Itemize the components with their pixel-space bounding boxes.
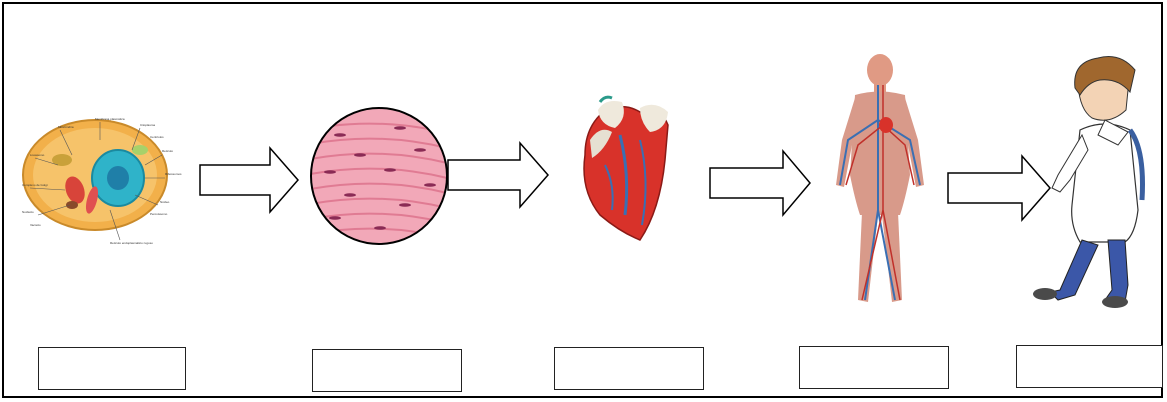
cell-label-12: Vacúolo (30, 223, 41, 227)
arrow-right-icon (199, 146, 299, 214)
cell-label-8: Complexo de Golgi (22, 183, 48, 187)
cell-label-11: Peroxissomo (150, 212, 168, 216)
answer-box-3[interactable] (554, 347, 704, 390)
cell-label-7: Ribossomos (165, 172, 182, 176)
arrow-right-icon (947, 154, 1051, 222)
human-organism-icon (1033, 56, 1145, 308)
cell-label-6: Lisossomo (30, 153, 45, 157)
cell-label-3: Citoplasma (140, 123, 155, 127)
cell-label-5: Retículo (162, 149, 173, 153)
arrow-right-icon (447, 141, 549, 209)
cell-label-10: Nucléolo (22, 210, 34, 214)
answer-box-1[interactable] (38, 347, 186, 390)
cell-label-13: Retículo endoplasmático rugoso (110, 241, 153, 245)
cell-label-2: Membrana plasmática (95, 117, 125, 121)
circulatory-system-icon (836, 54, 924, 302)
answer-box-5[interactable] (1016, 345, 1163, 388)
cell-label-9: Núcleo (160, 200, 170, 204)
arrow-right-icon (709, 148, 811, 218)
heart-organ-icon (583, 95, 669, 241)
animal-cell-icon: Mitocôndria Membrana plasmática Citoplas… (22, 117, 182, 245)
cell-label-4: Centríolos (150, 135, 164, 139)
answer-box-4[interactable] (799, 346, 949, 389)
muscle-tissue-icon (310, 107, 448, 245)
cell-label-1: Mitocôndria (58, 125, 74, 129)
answer-box-2[interactable] (312, 349, 462, 392)
